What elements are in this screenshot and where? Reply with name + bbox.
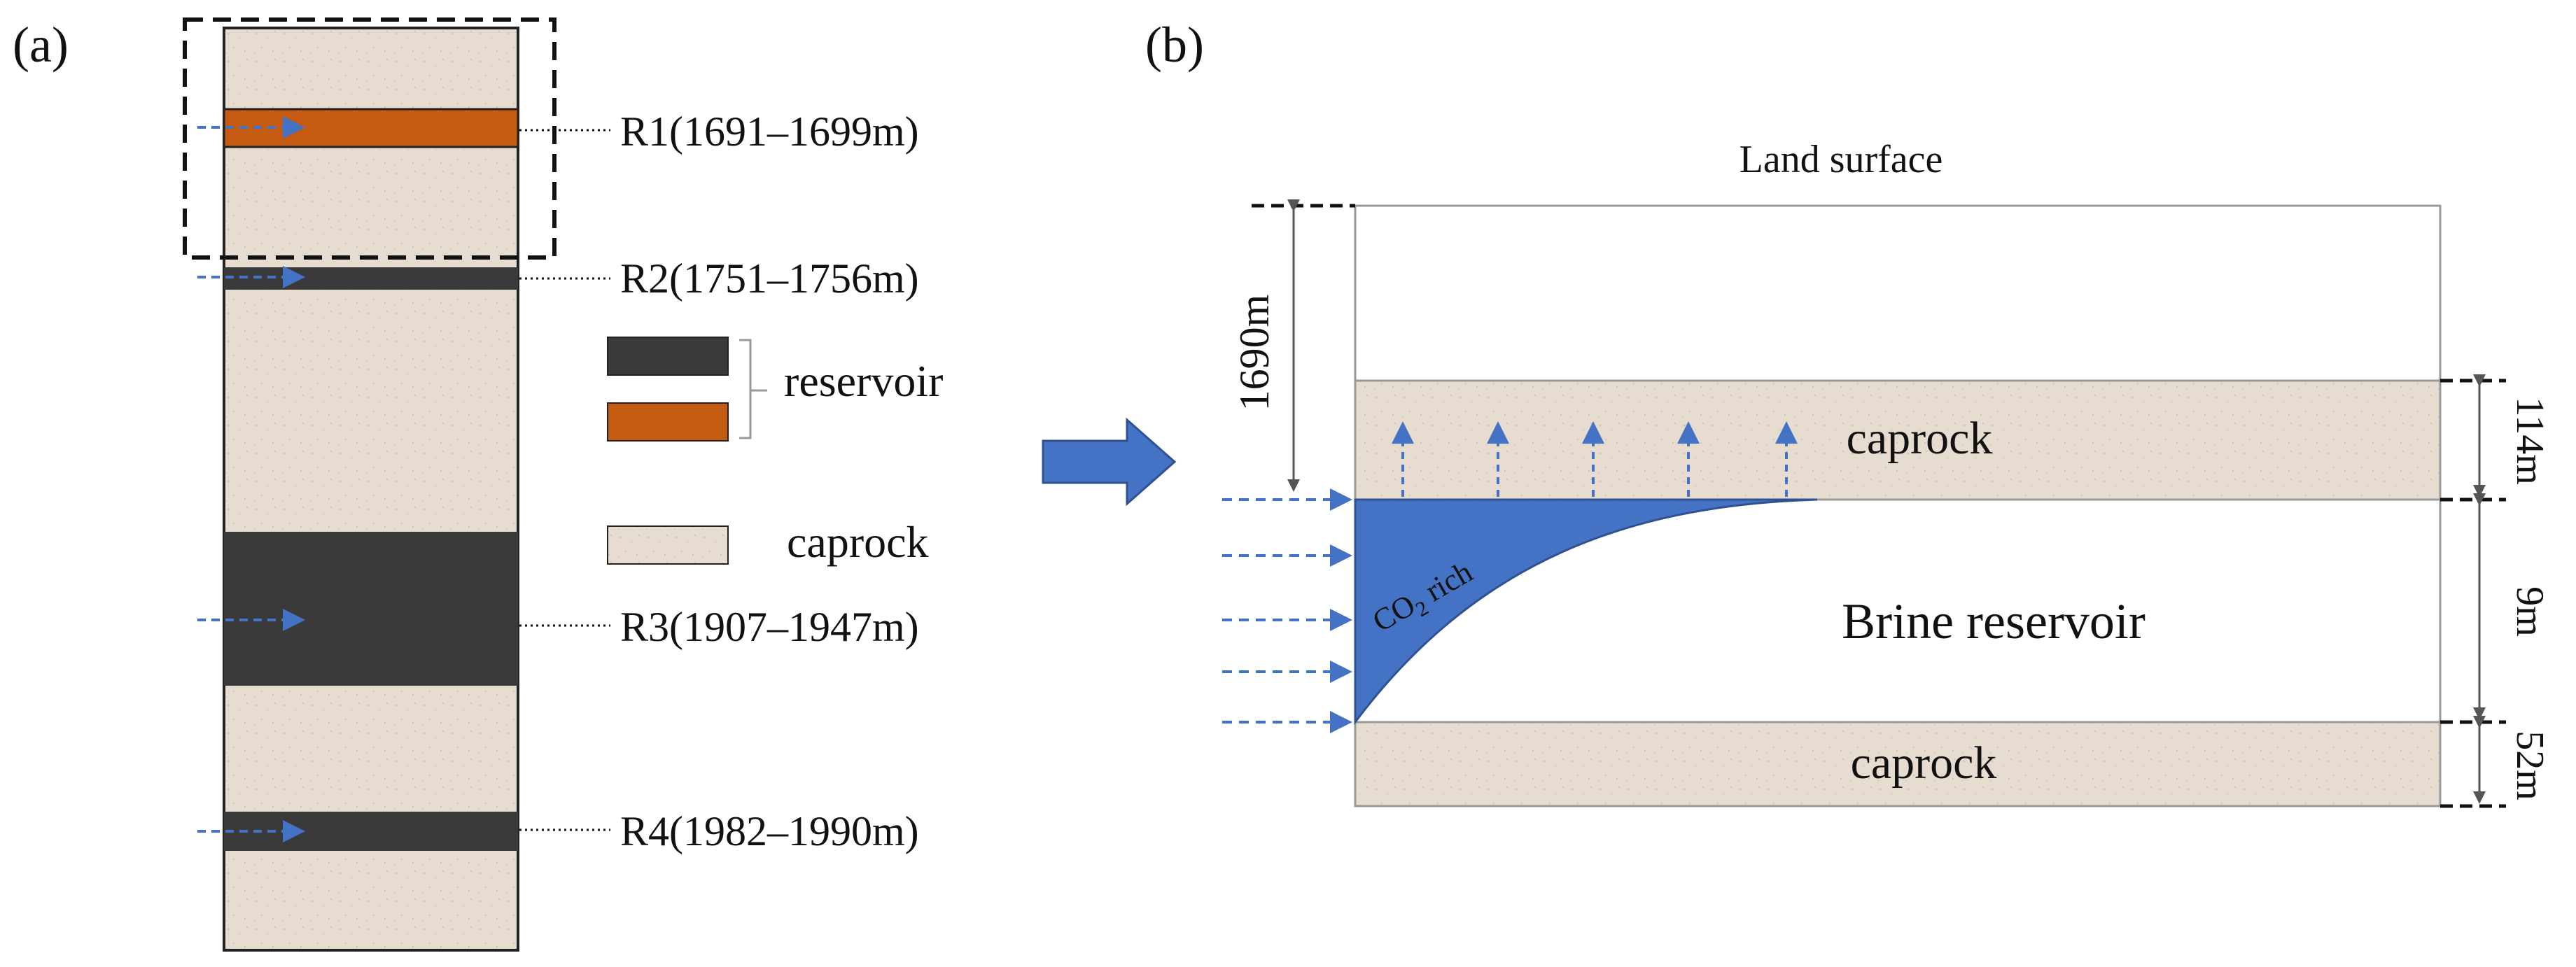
legend-reservoir-dark-swatch bbox=[607, 337, 729, 376]
legend-reservoir-label: reservoir bbox=[784, 356, 943, 406]
caprock-top-thickness: 114m bbox=[2508, 397, 2552, 484]
reservoir-r1-label: R1(1691–1699m) bbox=[620, 108, 919, 155]
strata-column bbox=[223, 27, 519, 952]
panel-a-label: (a) bbox=[13, 17, 69, 73]
reservoir-r3-layer bbox=[224, 532, 518, 686]
legend-caprock-label: caprock bbox=[787, 517, 929, 567]
caprock-bottom-layer bbox=[1354, 721, 2442, 807]
reservoir-r4-label: R4(1982–1990m) bbox=[620, 808, 919, 854]
legend-reservoir-orange-swatch bbox=[607, 402, 729, 442]
caprock-top-label: caprock bbox=[1847, 413, 1993, 464]
legend-caprock-swatch bbox=[607, 525, 729, 565]
panel-b: (b) Land surface CO2 rich caprock Brine … bbox=[1145, 17, 2552, 808]
reservoir-r3-label: R3(1907–1947m) bbox=[620, 604, 919, 650]
reservoir-thickness: 9m bbox=[2508, 586, 2552, 637]
transition-arrow-icon bbox=[1042, 417, 1177, 507]
depth-label: 1690m bbox=[1231, 295, 1278, 411]
co2-plume bbox=[1354, 498, 1818, 726]
panel-b-label: (b) bbox=[1145, 17, 1204, 73]
reservoir-r2-label: R2(1751–1756m) bbox=[620, 255, 919, 302]
caprock-bottom-label: caprock bbox=[1851, 737, 1997, 789]
legend: reservoir caprock bbox=[607, 337, 943, 567]
selection-box bbox=[183, 17, 556, 260]
brine-reservoir-label: Brine reservoir bbox=[1842, 593, 2146, 649]
land-surface-label: Land surface bbox=[1740, 138, 1943, 181]
legend-bracket bbox=[739, 339, 767, 439]
panel-a: (a) R1(1691–1699m) R2(1751–1756m) R3(190… bbox=[13, 17, 943, 952]
caprock-bottom-thickness: 52m bbox=[2508, 730, 2552, 800]
caprock-top-layer bbox=[1354, 379, 2442, 501]
